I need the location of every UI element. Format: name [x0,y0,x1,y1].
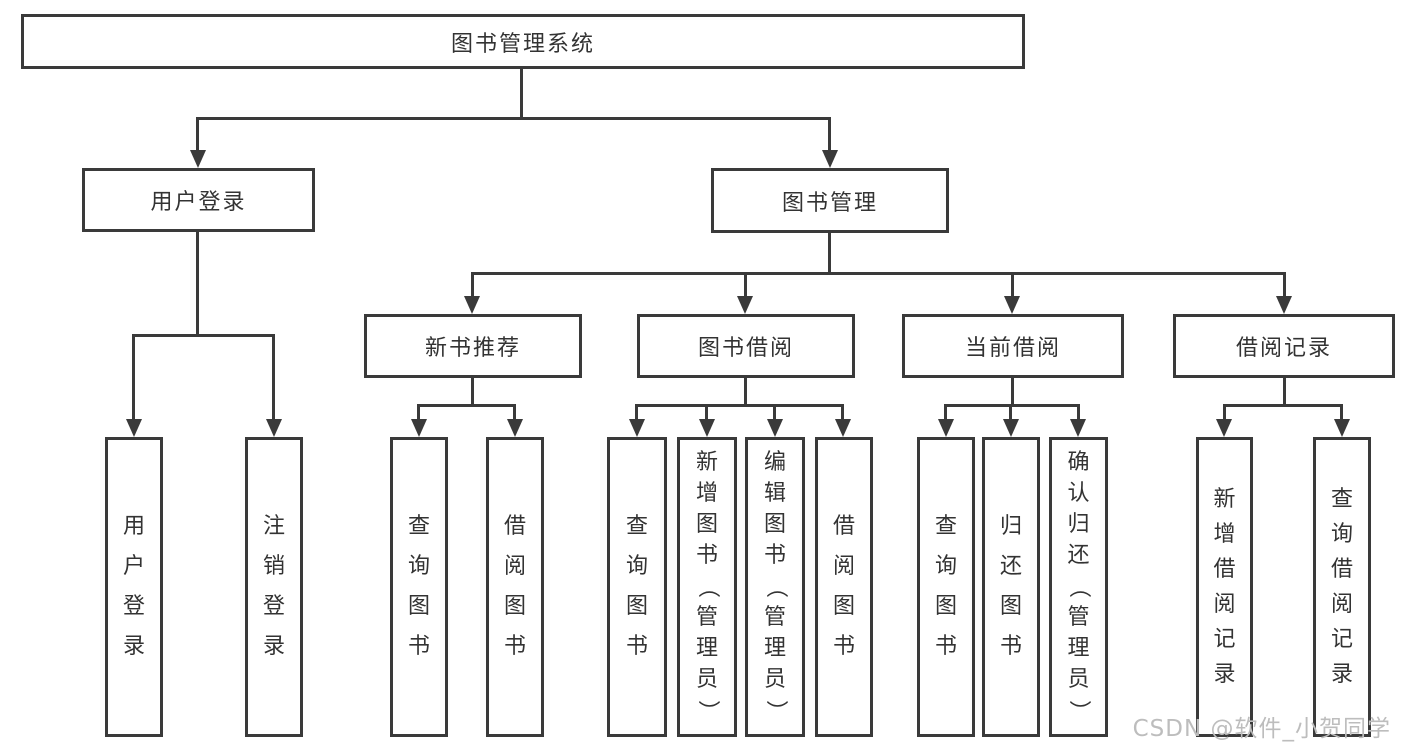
node-book-management: 图书管理 [711,168,949,233]
arrow-down-icon [1004,296,1020,314]
leaf-borrow-books-2: 借阅图书 [815,437,873,737]
arrow-down-icon [822,150,838,168]
leaf-query-books-3: 查询图书 [917,437,975,737]
connector-line [1283,378,1286,407]
leaf-logout: 注销登录 [245,437,303,737]
node-user-login: 用户登录 [82,168,315,232]
connector-line [417,404,516,407]
connector-line [513,404,516,421]
leaf-query-borrow-record: 查询借阅记录 [1313,437,1371,737]
leaf-add-borrow-record-label: 新增借阅记录 [1213,486,1236,687]
arrow-down-icon [737,296,753,314]
leaf-query-books-2-label: 查询图书 [625,514,648,659]
connector-line [1223,404,1343,407]
arrow-down-icon [1216,419,1232,437]
connector-line [744,378,747,407]
connector-line [520,69,523,120]
leaf-borrow-books-2-label: 借阅图书 [832,514,855,659]
connector-line [841,404,844,421]
arrow-down-icon [1003,419,1019,437]
arrow-down-icon [699,419,715,437]
connector-line [635,404,844,407]
connector-line [1283,272,1286,298]
connector-line [132,334,275,337]
connector-line [1011,378,1014,407]
leaf-return-books: 归还图书 [982,437,1040,737]
leaf-query-books-1-label: 查询图书 [407,514,430,659]
leaf-add-borrow-record: 新增借阅记录 [1196,437,1253,737]
leaf-edit-books-admin-label: 编辑图书（管理员） [762,450,788,723]
leaf-logout-label: 注销登录 [262,514,285,659]
arrow-down-icon [1334,419,1350,437]
connector-line [1077,404,1080,421]
leaf-confirm-return-admin: 确认归还（管理员） [1049,437,1108,737]
leaf-user-login: 用户登录 [105,437,163,737]
connector-line [773,404,776,421]
connector-line [705,404,708,421]
connector-line [132,334,135,420]
node-borrow-records-label: 借阅记录 [1235,336,1332,361]
connector-line [417,404,420,421]
connector-line [635,404,638,421]
arrow-down-icon [507,419,523,437]
leaf-query-books-3-label: 查询图书 [934,514,957,659]
leaf-return-books-label: 归还图书 [999,514,1022,659]
connector-line [471,272,474,298]
connector-line [944,404,1080,407]
arrow-down-icon [629,419,645,437]
arrow-down-icon [938,419,954,437]
leaf-query-books-2: 查询图书 [607,437,667,737]
node-user-login-label: 用户登录 [150,190,247,215]
connector-line [196,232,199,337]
node-book-borrow-label: 图书借阅 [697,336,794,361]
connector-line [1009,404,1012,421]
leaf-add-books-admin: 新增图书（管理员） [677,437,737,737]
node-new-book-recommend: 新书推荐 [364,314,582,378]
connector-line [471,272,1286,275]
connector-line [196,117,199,152]
leaf-user-login-label: 用户登录 [122,514,145,659]
leaf-query-books-1: 查询图书 [390,437,448,737]
node-library-system-label: 图书管理系统 [450,31,595,57]
arrow-down-icon [1276,296,1292,314]
connector-line [828,233,831,275]
arrow-down-icon [767,419,783,437]
csdn-watermark: CSDN @软件_小贺同学 [1132,716,1391,742]
leaf-borrow-books-1: 借阅图书 [486,437,544,737]
node-library-system: 图书管理系统 [21,14,1025,69]
connector-line [744,272,747,298]
node-current-borrow-label: 当前借阅 [964,336,1061,361]
leaf-borrow-books-1-label: 借阅图书 [503,514,526,659]
arrow-down-icon [464,296,480,314]
node-current-borrow: 当前借阅 [902,314,1124,378]
node-borrow-records: 借阅记录 [1173,314,1395,378]
node-book-management-label: 图书管理 [781,190,878,216]
node-new-book-recommend-label: 新书推荐 [424,336,521,361]
arrow-down-icon [126,419,142,437]
arrow-down-icon [835,419,851,437]
arrow-down-icon [190,150,206,168]
arrow-down-icon [411,419,427,437]
leaf-add-books-admin-label: 新增图书（管理员） [694,450,720,723]
connector-line [1340,404,1343,421]
connector-line [944,404,947,421]
connector-line [196,117,831,120]
arrow-down-icon [1070,419,1086,437]
connector-line [272,334,275,420]
connector-line [471,378,474,407]
connector-line [1223,404,1226,421]
connector-line [828,117,831,152]
connector-line [1011,272,1014,298]
node-book-borrow: 图书借阅 [637,314,855,378]
leaf-edit-books-admin: 编辑图书（管理员） [745,437,805,737]
arrow-down-icon [266,419,282,437]
leaf-query-borrow-record-label: 查询借阅记录 [1330,486,1353,687]
leaf-confirm-return-admin-label: 确认归还（管理员） [1066,450,1092,723]
